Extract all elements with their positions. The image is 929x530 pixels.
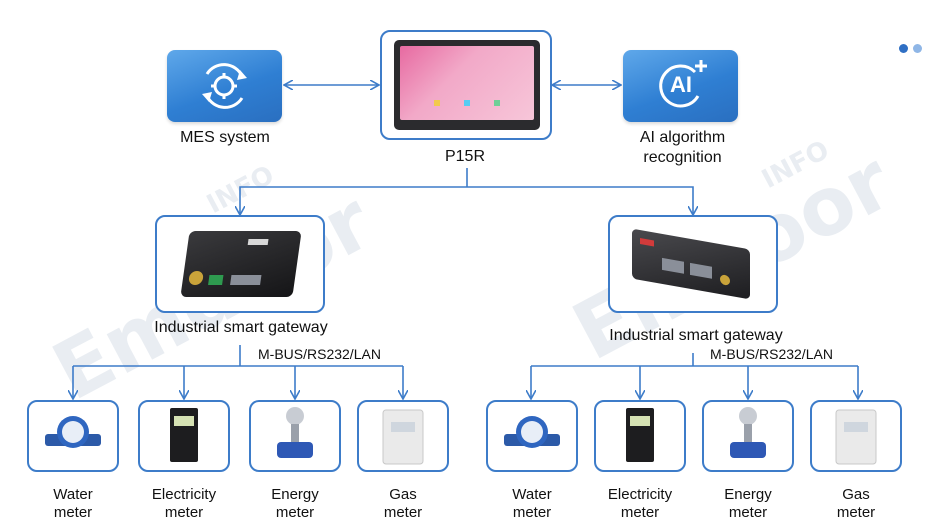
electricity-meter-box-left (138, 400, 230, 472)
gear-cycle-icon (202, 63, 247, 109)
ai-label-line1: AI algorithm (639, 129, 726, 146)
mes-system-tile (167, 50, 282, 122)
gas-meter-icon (382, 409, 424, 465)
p15r-tablet-image (394, 40, 540, 130)
water-meter-box-left (27, 400, 119, 472)
electricity-meter-icon (170, 408, 198, 462)
energy-meter-icon (730, 407, 766, 458)
line-p15r-left-gateway (240, 186, 467, 214)
ai-algorithm-tile: AI (623, 50, 738, 122)
gas-meter-icon (835, 409, 877, 465)
energy-meter-box-left (249, 400, 341, 472)
ai-icon-text: AI (670, 72, 692, 97)
gas-meter-box-right (810, 400, 902, 472)
gateway-device-image-left (180, 231, 302, 297)
water-meter-box-right (486, 400, 578, 472)
protocol-label-right: M-BUS/RS232/LAN (710, 346, 833, 362)
line-p15r-right-gateway (467, 186, 693, 214)
electricity-meter-box-right (594, 400, 686, 472)
water-meter-icon (45, 416, 101, 448)
decor-dot-2 (913, 44, 922, 53)
energy-meter-box-right (702, 400, 794, 472)
gateway-label-right: Industrial smart gateway (609, 327, 783, 344)
gateway-label-left: Industrial smart gateway (154, 319, 328, 336)
energy-meter-icon (277, 407, 313, 458)
mes-system-label: MES system (180, 129, 270, 146)
p15r-label: P15R (444, 148, 486, 165)
gateway-box-left (155, 215, 325, 313)
ai-label-line2: recognition (643, 149, 722, 166)
electricity-meter-icon (626, 408, 654, 462)
ai-icon (659, 60, 707, 108)
protocol-label-left: M-BUS/RS232/LAN (258, 346, 381, 362)
water-meter-icon (504, 416, 560, 448)
gateway-device-image-right (632, 228, 750, 300)
gas-meter-box-left (357, 400, 449, 472)
p15r-box (380, 30, 552, 140)
decor-dot-1 (899, 44, 908, 53)
gateway-box-right (608, 215, 778, 313)
